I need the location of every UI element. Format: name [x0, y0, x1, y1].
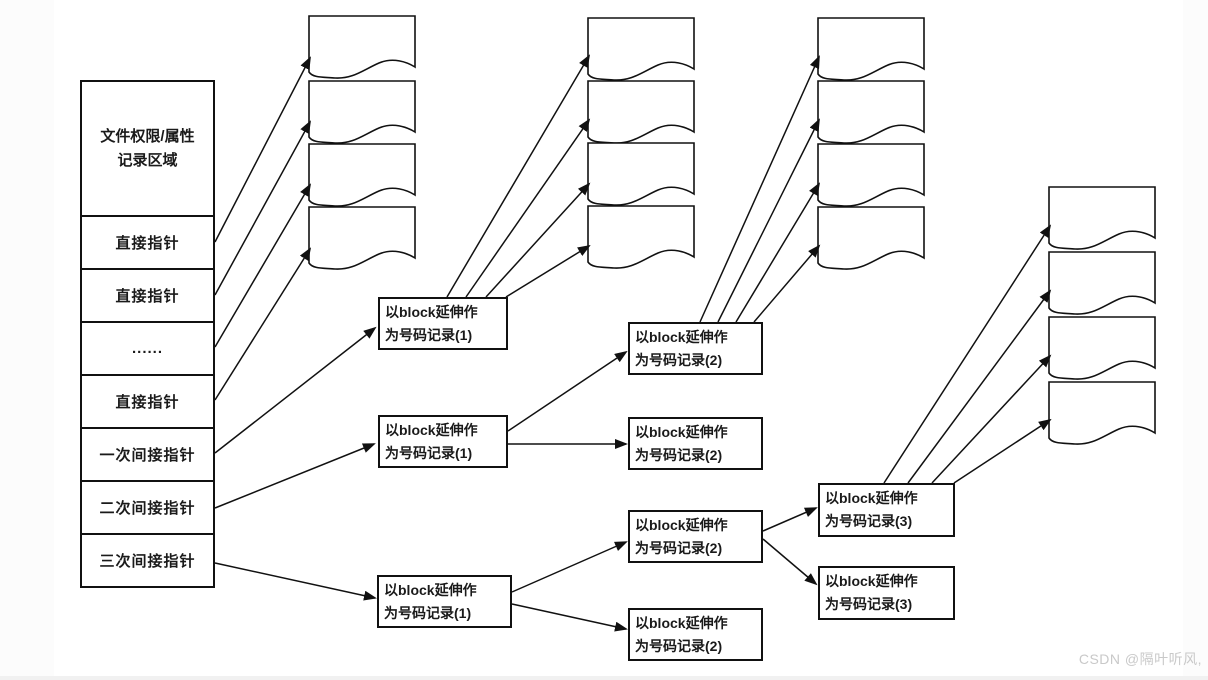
index-box-triple-indirect-l2a: 以block延伸作 为号码记录(2) [628, 510, 763, 563]
index-box-text-line1: 以block延伸作 [385, 422, 478, 438]
arrow [511, 541, 628, 593]
page-margin-bottom [0, 676, 1208, 680]
inode-row-ellipsis: ...... [82, 321, 213, 374]
index-box-double-indirect-l2a: 以block延伸作 为号码记录(2) [628, 322, 763, 375]
arrow [762, 538, 818, 586]
arrow [511, 603, 628, 632]
index-box-text-line2: 为号码记录(1) [385, 327, 473, 343]
arrow [214, 120, 311, 296]
inode-row-double-indirect: 二次间接指针 [82, 480, 213, 533]
arrow [883, 224, 1052, 484]
arrow [507, 350, 628, 432]
arrow [735, 182, 821, 323]
inode-row-direct-2: 直接指针 [82, 268, 213, 321]
index-box-text-line2: 为号码记录(3) [825, 513, 913, 529]
arrow [214, 183, 312, 348]
index-box-text-line1: 以block延伸作 [385, 304, 478, 320]
index-box-text-line2: 为号码记录(1) [384, 605, 472, 621]
inode-table: 文件权限/属性 记录区域 直接指针 直接指针 ...... 直接指针 一次间接指… [80, 80, 215, 588]
index-box-triple-indirect-l3a: 以block延伸作 为号码记录(3) [818, 483, 955, 537]
data-block-shape [817, 80, 925, 144]
index-box-text-line2: 为号码记录(2) [635, 540, 723, 556]
index-box-text-line2: 为号码记录(2) [635, 638, 723, 654]
index-box-triple-indirect-l3b: 以block延伸作 为号码记录(3) [818, 566, 955, 620]
index-box-triple-indirect-l2b: 以block延伸作 为号码记录(2) [628, 608, 763, 661]
index-box-text-line1: 以block延伸作 [635, 329, 728, 345]
arrow [485, 182, 591, 298]
inode-row-direct-1: 直接指针 [82, 215, 213, 268]
arrow [214, 56, 311, 243]
index-box-text-line2: 为号码记录(2) [635, 447, 723, 463]
arrow [505, 244, 591, 298]
data-block-shape [308, 206, 416, 270]
index-box-text-line1: 以block延伸作 [825, 490, 918, 506]
data-block-column-double-indirect [817, 17, 925, 270]
data-block-shape [817, 17, 925, 81]
page-margin-left [0, 0, 54, 680]
inode-row-direct-3: 直接指针 [82, 374, 213, 427]
data-block-shape [1048, 316, 1156, 380]
arrow [214, 247, 312, 401]
index-box-text-line1: 以block延伸作 [384, 582, 477, 598]
data-block-shape [587, 142, 695, 206]
inode-row-triple-indirect: 三次间接指针 [82, 533, 213, 586]
arrow [465, 118, 591, 298]
index-box-double-indirect-l2b: 以block延伸作 为号码记录(2) [628, 417, 763, 470]
arrow [762, 507, 818, 532]
index-box-text-line1: 以block延伸作 [635, 615, 728, 631]
data-block-shape [1048, 186, 1156, 250]
index-box-text-line1: 以block延伸作 [825, 573, 918, 589]
inode-row-single-indirect: 一次间接指针 [82, 427, 213, 480]
arrow [717, 118, 820, 323]
data-block-shape [587, 17, 695, 81]
inode-header-line2: 记录区域 [117, 151, 178, 169]
index-box-triple-indirect-l1: 以block延伸作 为号码记录(1) [377, 575, 512, 628]
arrow [214, 326, 377, 454]
data-block-shape [817, 206, 925, 270]
arrow [753, 244, 821, 323]
data-block-shape [1048, 381, 1156, 445]
arrows-layer [214, 54, 1052, 632]
data-block-shape [308, 143, 416, 207]
data-block-shape [1048, 251, 1156, 315]
arrow [699, 55, 820, 323]
data-block-shape [308, 15, 416, 79]
data-block-column-triple-indirect [1048, 186, 1156, 445]
inode-header-line1: 文件权限/属性 [100, 127, 195, 145]
data-block-shape [308, 80, 416, 144]
arrow [446, 54, 591, 298]
index-box-single-indirect-l1: 以block延伸作 为号码记录(1) [378, 297, 508, 350]
arrow [907, 289, 1052, 484]
index-box-text-line2: 为号码记录(3) [825, 596, 913, 612]
data-block-column-direct [308, 15, 416, 270]
arrow [953, 418, 1052, 484]
inode-table-header: 文件权限/属性 记录区域 [82, 82, 213, 215]
page-margin-right [1183, 0, 1208, 680]
data-block-shape [817, 143, 925, 207]
data-block-shape [587, 80, 695, 144]
index-box-text-line1: 以block延伸作 [635, 517, 728, 533]
arrow [214, 562, 377, 601]
arrow [931, 354, 1052, 484]
data-block-column-single-indirect [587, 17, 695, 269]
index-box-double-indirect-l1: 以block延伸作 为号码记录(1) [378, 415, 508, 468]
arrow [214, 443, 376, 509]
index-box-text-line2: 为号码记录(1) [385, 445, 473, 461]
data-block-shape [587, 205, 695, 269]
csdn-watermark: CSDN @隔叶听风, [1078, 651, 1202, 667]
index-box-text-line2: 为号码记录(2) [635, 352, 723, 368]
index-box-text-line1: 以block延伸作 [635, 424, 728, 440]
